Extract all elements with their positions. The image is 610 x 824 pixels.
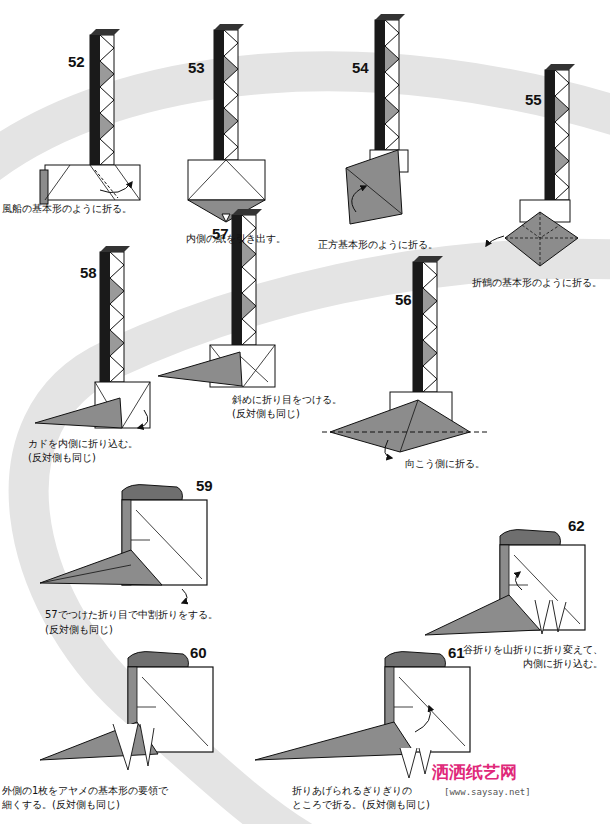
instruction-text: 外側の1枚をアヤメの基本形の要領で 細くする。(反対側も同じ) <box>2 784 180 812</box>
step-number: 55 <box>525 92 542 107</box>
step-number: 53 <box>188 60 205 75</box>
instruction-text: 正方基本形のように折る。 <box>318 238 438 252</box>
step-figure <box>255 652 470 778</box>
step-number: 57 <box>212 226 229 241</box>
instruction-text: 57でつけた折り目で中割折りをする。 <box>45 608 218 622</box>
watermark: 洒洒纸艺网 <box>432 764 517 781</box>
step-number: 56 <box>395 292 412 307</box>
instruction-text: (反対側も同じ) <box>28 451 96 465</box>
step-figure <box>40 485 207 603</box>
step-number: 60 <box>190 645 207 660</box>
instruction-text: 内側の紙を引き出す。 <box>186 232 286 246</box>
step-number: 52 <box>68 54 85 69</box>
instruction-text: 折鶴の基本形のように折る。 <box>472 276 602 290</box>
instruction-text: 風船の基本形のように折る。 <box>2 202 132 216</box>
instruction-text: 谷折りを山折りに折り変えて、 内側に折り込む。 <box>445 643 603 671</box>
step-number: 54 <box>352 60 369 75</box>
step-number: 62 <box>568 518 585 533</box>
instruction-text: (反対側も同じ) <box>45 623 113 637</box>
instruction-text: 折りあげられるぎりぎりの ところで折る。(反対側も同じ) <box>292 784 442 812</box>
step-number: 61 <box>448 645 465 660</box>
step-figure <box>40 652 213 770</box>
step-figure <box>322 256 488 458</box>
step-number: 59 <box>196 478 213 493</box>
instruction-text: 斜めに折り目をつける。 <box>232 393 342 407</box>
step-figure <box>40 29 140 204</box>
step-figure <box>346 14 408 224</box>
step-figure <box>188 24 265 222</box>
watermark-url: [www.saysay.net] <box>444 788 531 797</box>
step-figure <box>486 64 578 266</box>
instruction-text: カドを内側に折り込む。 <box>28 437 138 451</box>
instruction-text: (反対側も同じ) <box>232 407 300 421</box>
step-number: 58 <box>80 265 97 280</box>
step-figure <box>425 530 585 635</box>
instruction-text: 向こう側に折る。 <box>405 457 485 471</box>
step-figure <box>35 246 150 428</box>
